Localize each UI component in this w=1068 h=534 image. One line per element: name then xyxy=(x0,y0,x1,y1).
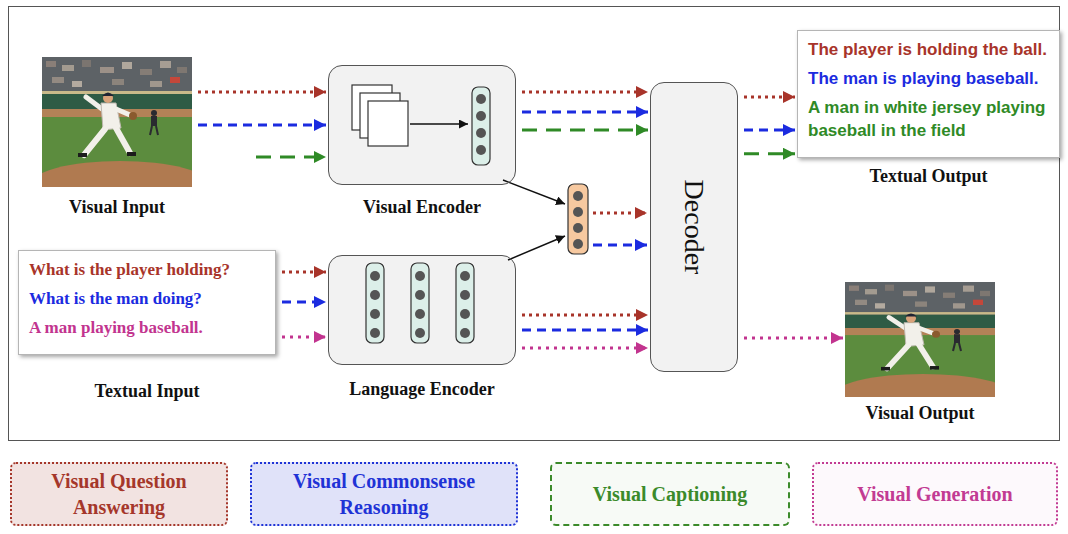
token-vector-icon xyxy=(370,328,380,338)
token-vector-icon xyxy=(415,271,425,281)
token-vector-icon xyxy=(456,263,474,343)
feature-vector-icon xyxy=(476,128,486,138)
flow-arrow xyxy=(744,96,795,99)
flow-arrow xyxy=(744,337,843,340)
token-vector-icon xyxy=(460,328,470,338)
fusion-arrows xyxy=(503,180,647,260)
visual-input-label: Visual Input xyxy=(69,197,165,218)
feature-map-icon xyxy=(368,101,408,146)
visual-output: Visual Output xyxy=(845,282,995,424)
textual-input-label: Textual Input xyxy=(95,381,200,402)
input-text-box: What is the player holding? What is the m… xyxy=(18,250,276,355)
fused-vector-icon xyxy=(568,184,588,254)
figure-border xyxy=(9,7,1060,441)
legend-text: Visual Question Answering xyxy=(20,468,218,520)
language-encoder-label: Language Encoder xyxy=(349,379,495,400)
flow-arrow xyxy=(522,329,648,332)
flow-arrow xyxy=(522,111,648,114)
feature-vector-icon xyxy=(476,111,486,121)
fusion-arrows xyxy=(593,212,647,215)
fused-vector-icon xyxy=(573,239,583,249)
textual-output-text: A man in white jersey playing baseball i… xyxy=(808,97,1049,143)
decoder: Decoder xyxy=(650,82,738,372)
token-vector-icon xyxy=(460,271,470,281)
flow-arrow xyxy=(522,129,648,132)
flow-arrow xyxy=(198,91,326,94)
fused-vector-icon xyxy=(573,223,583,233)
textual-output-text: The man is playing baseball. xyxy=(808,68,1049,91)
flow-arrow xyxy=(282,336,326,339)
language-encoder: Language Encoder xyxy=(328,255,516,400)
legend-text: Visual Captioning xyxy=(593,481,747,507)
token-vector-icon xyxy=(411,263,429,343)
token-vector-icon xyxy=(460,290,470,300)
encoder-arrow xyxy=(410,123,468,125)
encoder-box xyxy=(328,65,516,185)
feature-vector-icon xyxy=(472,87,490,165)
decoder-box: Decoder xyxy=(650,82,738,372)
token-vector-icon xyxy=(366,263,384,343)
output-image-frame xyxy=(845,282,995,397)
encoder-fill xyxy=(328,65,516,365)
textual-input-text: What is the player holding? xyxy=(29,259,265,282)
legend-swatch: Visual Question Answering xyxy=(10,462,228,526)
output-photo xyxy=(833,282,1013,416)
token-vector-icon xyxy=(370,271,380,281)
flow-arrow xyxy=(282,271,326,274)
token-vector-icon xyxy=(415,290,425,300)
legend-swatch: Visual Captioning xyxy=(550,462,790,526)
fused-vector-icon xyxy=(573,207,583,217)
token-vector-icon xyxy=(370,309,380,319)
flow-arrow xyxy=(744,152,795,155)
token-vector-icon xyxy=(370,290,380,300)
legend-text: Visual Commonsense Reasoning xyxy=(260,468,508,520)
visual-encoder-label: Visual Encoder xyxy=(363,197,481,218)
textual-output-text: The player is holding the ball. xyxy=(808,39,1049,62)
decoder-text: Decoder xyxy=(678,180,710,275)
legend-swatch: Visual Generation xyxy=(812,462,1058,526)
textual-output-label: Textual Output xyxy=(870,166,988,187)
legend-swatch: Visual Commonsense Reasoning xyxy=(250,462,518,526)
flow-arrow xyxy=(522,347,648,350)
flow-arrow xyxy=(198,124,326,127)
textual-input-text: A man playing baseball. xyxy=(29,317,265,340)
encoder-fill xyxy=(328,65,516,185)
flow-arrow xyxy=(522,91,648,94)
output-text-box: The player is holding the ball. The man i… xyxy=(797,30,1060,158)
encoder-fill xyxy=(328,255,516,365)
legend-text: Visual Generation xyxy=(857,481,1012,507)
textual-output: The player is holding the ball. The man i… xyxy=(797,30,1060,187)
textual-input: What is the player holding? What is the m… xyxy=(18,250,276,402)
visual-input: Visual Input xyxy=(42,57,192,218)
flow-arrow xyxy=(744,129,795,132)
input-image-frame xyxy=(42,57,192,187)
token-vector-icon xyxy=(415,328,425,338)
encoder-box xyxy=(328,255,516,365)
input-photo xyxy=(30,57,210,209)
token-vector-icon xyxy=(460,309,470,319)
feature-vector-icon xyxy=(476,145,486,155)
textual-input-text: What is the man doing? xyxy=(29,288,265,311)
connector-layer xyxy=(198,92,843,348)
fusion-arrows xyxy=(508,236,565,260)
fused-vector-icon xyxy=(568,184,588,254)
feature-vector-icon xyxy=(472,87,490,165)
fusion-arrows xyxy=(593,244,647,247)
fused-vector-icon xyxy=(573,191,583,201)
visual-encoder: Visual Encoder xyxy=(328,65,516,218)
flow-arrow xyxy=(522,314,648,317)
token-vector-icon xyxy=(415,309,425,319)
fusion-arrows xyxy=(503,180,565,204)
output-photo xyxy=(833,282,1013,416)
feature-vector-icon xyxy=(476,94,486,104)
flow-arrow xyxy=(256,156,326,159)
flow-arrow xyxy=(282,301,326,304)
visual-output-label: Visual Output xyxy=(866,403,975,424)
feature-map-icon xyxy=(352,85,408,146)
token-vector-icon xyxy=(366,263,474,343)
input-photo xyxy=(30,57,210,209)
